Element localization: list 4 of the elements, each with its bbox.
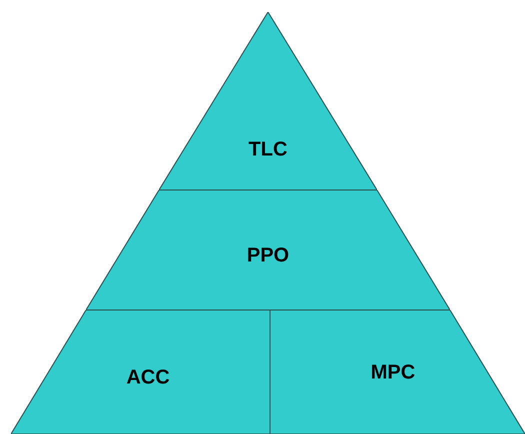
section-label: ACC [126, 366, 170, 390]
section-label: PPO [246, 244, 290, 268]
section-label: MPC [370, 362, 416, 384]
section-label: TLC [248, 138, 288, 162]
